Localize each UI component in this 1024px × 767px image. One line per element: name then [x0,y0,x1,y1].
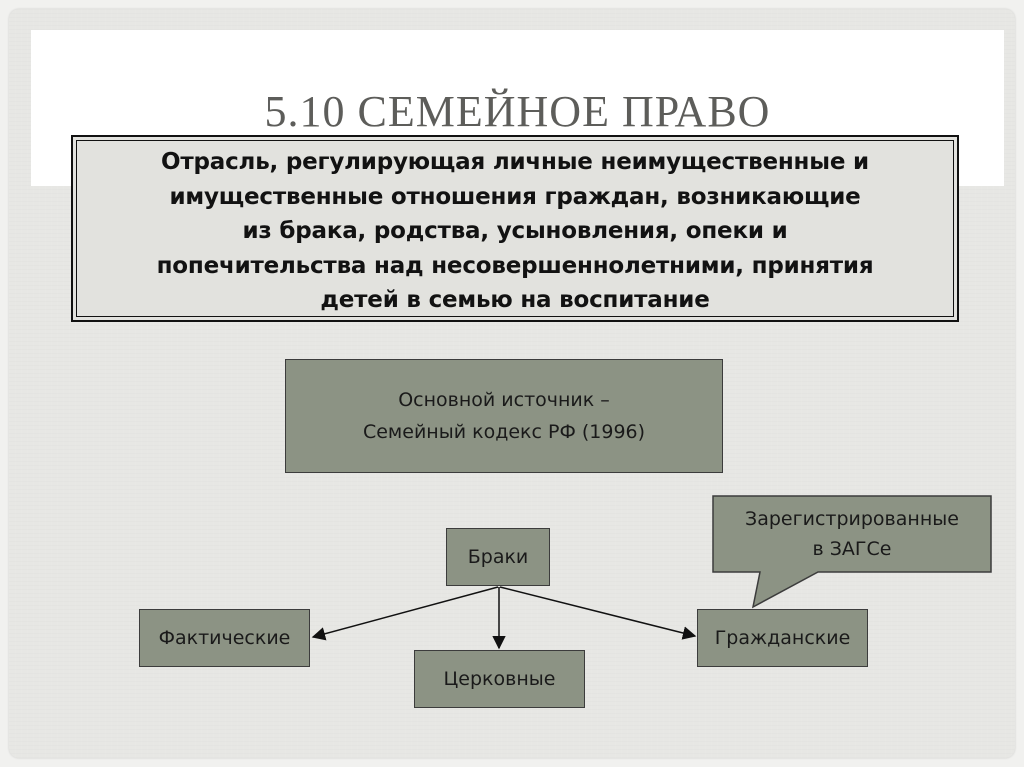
registered-callout: Зарегистрированные в ЗАГСе [713,496,991,572]
callout-line: в ЗАГСе [812,538,892,560]
civil-marriage-box: Гражданские [697,609,868,667]
callout-text: Зарегистрированные в ЗАГСе [745,504,959,564]
main-source-text: Основной источник – Семейный кодекс РФ (… [363,384,645,448]
civil-marriage-label: Гражданские [714,627,851,649]
definition-line: имущественные отношения граждан, возника… [169,183,861,210]
definition-text: Отрасль, регулирующая личные неимуществе… [83,145,947,318]
church-marriage-box: Церковные [414,650,585,708]
definition-line: попечительства над несовершеннолетними, … [156,252,874,279]
definition-line: Отрасль, регулирующая личные неимуществе… [161,149,869,175]
callout-line: Зарегистрированные [745,508,959,530]
definition-line: детей в семью на воспитание [320,287,710,313]
definition-box: Отрасль, регулирующая личные неимуществе… [71,135,959,322]
factual-marriage-box: Фактические [139,609,310,667]
church-marriage-label: Церковные [443,668,556,690]
page-title: 5.10 СЕМЕЙНОЕ ПРАВО [264,87,771,136]
main-source-line: Основной источник – [398,389,610,411]
factual-marriage-label: Фактические [158,627,291,649]
marriages-label: Браки [467,546,529,568]
main-source-box: Основной источник – Семейный кодекс РФ (… [285,359,723,473]
definition-line: из брака, родства, усыновления, опеки и [242,218,788,244]
marriages-box: Браки [446,528,550,586]
main-source-line: Семейный кодекс РФ (1996) [362,421,646,443]
